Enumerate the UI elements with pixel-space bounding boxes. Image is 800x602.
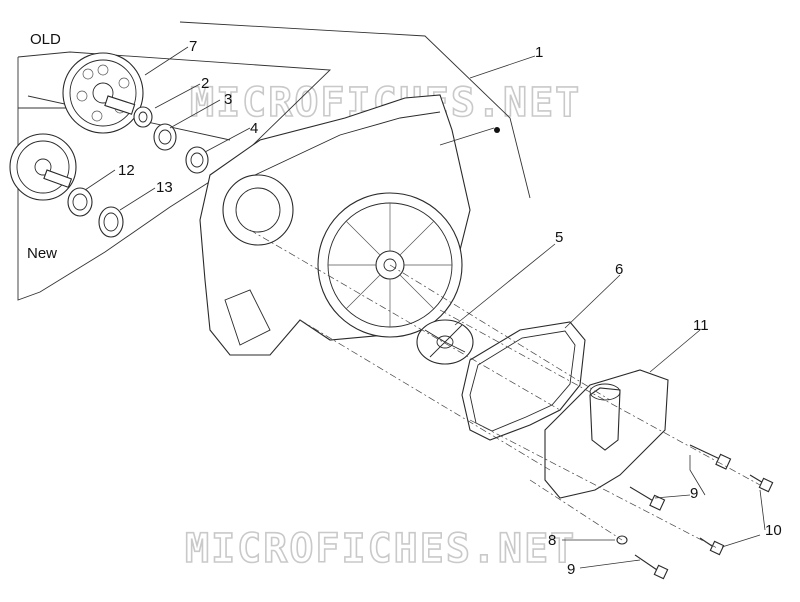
pump-cover [544,369,669,499]
bearing-3 [153,123,177,151]
label-old: OLD [30,31,61,48]
bolt-10a [749,474,774,493]
label-new: New [27,245,57,262]
bolt-10b [699,537,725,556]
engine-cover [199,94,471,356]
callout-13: 13 [156,179,173,196]
assembly-lines [249,229,761,549]
watermark-bottom: MICROFICHES.NET [185,526,576,572]
callout-10: 10 [765,522,782,539]
callout-9b: 9 [567,561,575,578]
cover-bracket-line [179,21,531,199]
bolt-9c [634,554,669,580]
callout-6: 6 [615,261,623,278]
callout-4: 4 [250,120,258,137]
seal-12 [67,187,93,217]
seal-4 [185,146,209,174]
gear-new [9,133,77,201]
gasket [461,321,586,441]
callout-7: 7 [189,38,197,55]
callout-8: 8 [548,532,556,549]
impeller [416,319,474,365]
bearing-13 [98,206,124,238]
callout-9a: 9 [690,485,698,502]
bolt-9b [629,486,666,511]
leader-lines [84,46,766,569]
washer-7 [133,106,153,128]
reference-dot [494,127,500,133]
callout-1: 1 [535,44,543,61]
callout-11: 11 [693,317,709,334]
bolt-9a [689,444,732,470]
callout-12: 12 [118,162,135,179]
callout-2: 2 [201,75,209,92]
gear-old [62,52,144,134]
callout-5: 5 [555,229,563,246]
callout-3: 3 [224,91,232,108]
